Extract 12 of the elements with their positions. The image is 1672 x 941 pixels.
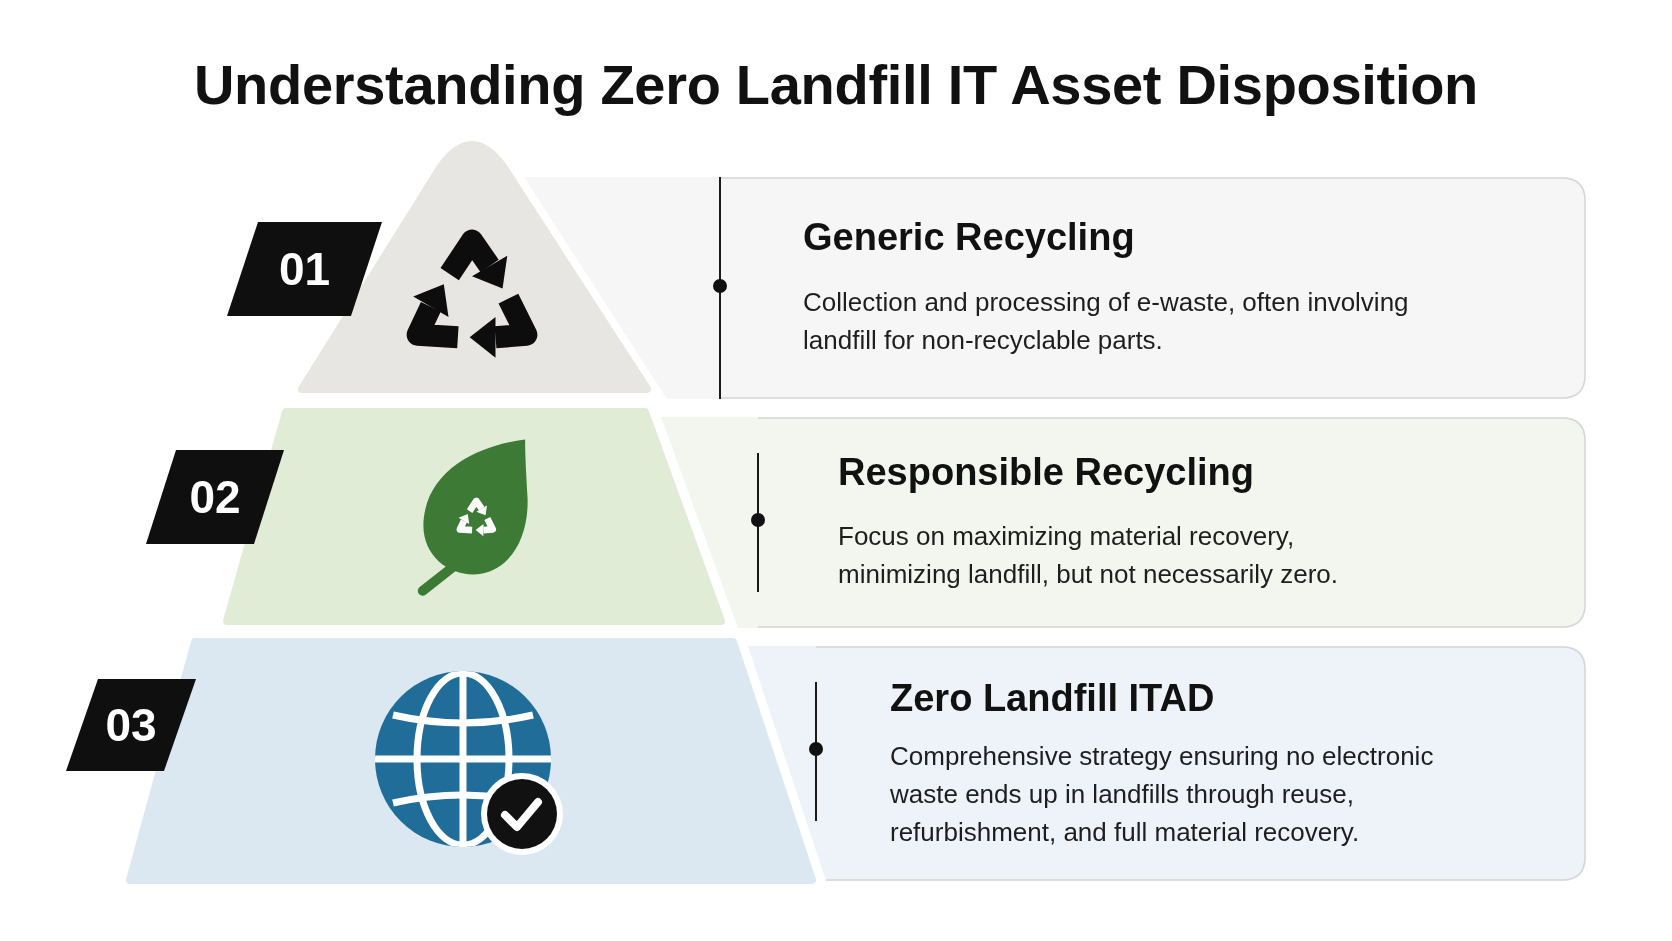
number-badge: 01 bbox=[227, 222, 382, 316]
card-description: Focus on maximizing material recovery, minimizing landfill, but not necessarily zero. bbox=[838, 520, 1339, 591]
card-title: Zero Landfill ITAD bbox=[890, 676, 1215, 720]
card-description: Collection and processing of e-waste, often involving landfill for non-recyclable parts. bbox=[803, 286, 1410, 357]
info-card bbox=[524, 177, 1586, 399]
number-badge: 02 bbox=[146, 450, 284, 544]
card-description: Comprehensive strategy ensuring no electronic waste ends up in landfills through reuse, refurbishment, and full material recovery. bbox=[890, 740, 1435, 849]
card-title: Responsible Recycling bbox=[838, 450, 1254, 494]
info-card bbox=[748, 646, 1586, 881]
diagram-title: Understanding Zero Landfill IT Asset Disposition bbox=[193, 52, 1478, 118]
card-title: Generic Recycling bbox=[803, 215, 1135, 259]
info-card bbox=[661, 417, 1586, 628]
